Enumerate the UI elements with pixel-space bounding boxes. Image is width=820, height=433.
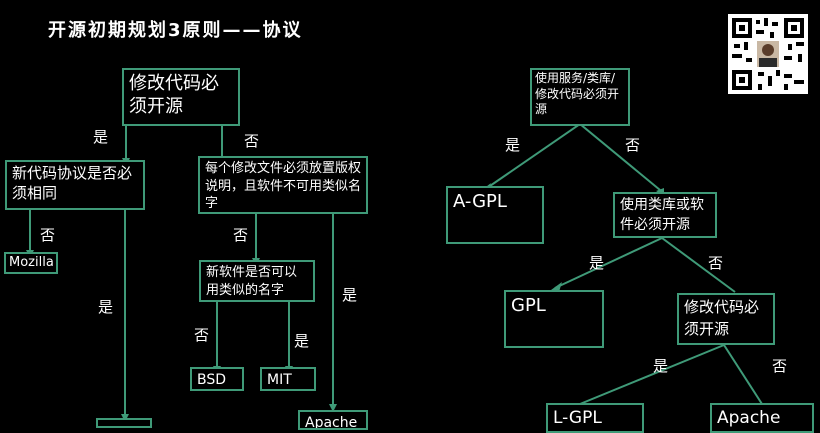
node-agpl: A-GPL — [446, 186, 544, 244]
node-same-license-question: 新代码协议是否必须相同 — [5, 160, 145, 210]
edge-label-yes: 是 — [505, 136, 521, 154]
node-apache-right: Apache — [710, 403, 814, 433]
edge-label-no: 否 — [233, 226, 249, 244]
node-modify-must-open-source: 修改代码必须开源 — [122, 68, 240, 126]
edge-label-yes: 是 — [653, 357, 669, 375]
page-title: 开源初期规划3原则——协议 — [48, 20, 303, 41]
node-copyright-notice-question: 每个修改文件必须放置版权说明，且软件不可用类似名字 — [198, 156, 368, 214]
node-modify-code-question: 修改代码必须开源 — [677, 293, 775, 345]
qr-code-icon — [728, 14, 808, 94]
node-mit: MIT — [260, 367, 316, 391]
edge-label-no: 否 — [244, 132, 260, 150]
edge-label-no: 否 — [40, 226, 56, 244]
node-service-library-modify-question: 使用服务/类库/修改代码必须开源 — [530, 68, 630, 126]
edge-label-yes: 是 — [93, 128, 109, 146]
edge-label-no: 否 — [625, 136, 641, 154]
node-mozilla: Mozilla — [4, 252, 58, 274]
node-bottom-left — [96, 418, 152, 428]
node-similar-name-question: 新软件是否可以用类似的名字 — [199, 260, 315, 302]
edge-label-no: 否 — [772, 357, 788, 375]
edge-label-yes: 是 — [342, 286, 358, 304]
node-lgpl: L-GPL — [546, 403, 644, 433]
edge-label-no: 否 — [194, 326, 210, 344]
node-bsd: BSD — [190, 367, 244, 391]
node-library-software-question: 使用类库或软件必须开源 — [613, 192, 717, 238]
edge-label-yes: 是 — [589, 254, 605, 272]
node-gpl: GPL — [504, 290, 604, 348]
node-apache-left: Apache — [298, 410, 368, 430]
edge-label-yes: 是 — [98, 298, 114, 316]
edge-label-no: 否 — [708, 254, 724, 272]
edge-label-yes: 是 — [294, 332, 310, 350]
